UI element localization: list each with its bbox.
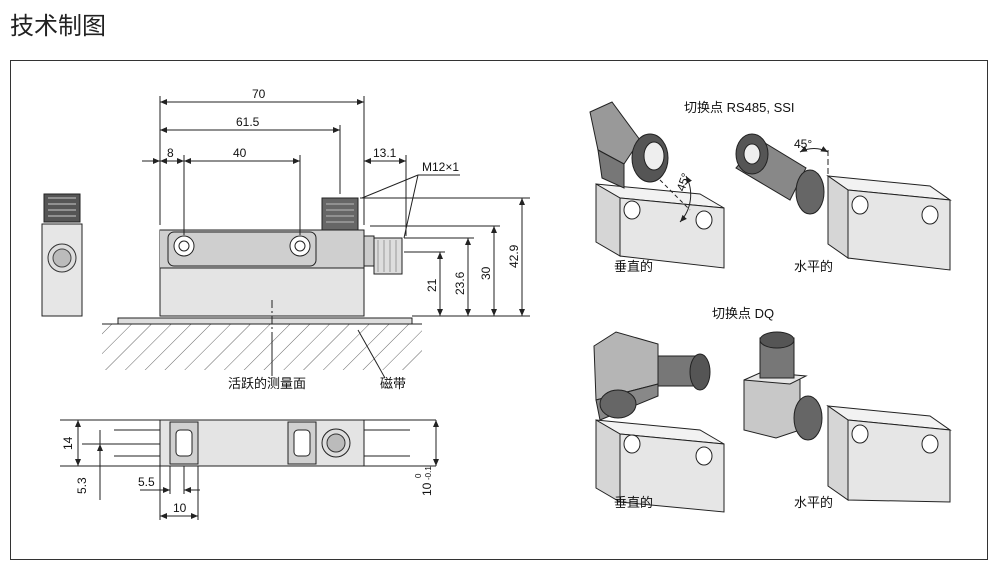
rs485-labels: 切换点 RS485, SSI 45° 45° 垂直的 水平的 (614, 100, 833, 274)
dim-30: 30 (479, 266, 493, 280)
sensor-bottom-view (60, 419, 439, 520)
tolerance-lower: -0.1 (424, 466, 433, 480)
page-title: 技术制图 (10, 13, 106, 40)
dim-61-5: 61.5 (236, 115, 260, 129)
connector-side-view (41, 193, 83, 317)
dim-23-6: 23.6 (453, 271, 467, 295)
dim-13-1: 13.1 (373, 146, 397, 160)
rs485-title: 切换点 RS485, SSI (684, 100, 795, 115)
active-surface-label: 活跃的测量面 (228, 376, 306, 391)
rs485-horizontal-view (735, 133, 952, 271)
dim-8: 8 (167, 146, 174, 160)
rs485-vertical-label: 垂直的 (614, 259, 653, 274)
sensor-front-view (102, 96, 530, 379)
dim-5-3: 5.3 (75, 477, 89, 494)
dim-40: 40 (233, 146, 247, 160)
dq-horizontal-label: 水平的 (794, 495, 833, 510)
dim-14: 14 (61, 436, 75, 450)
dim-5-5: 5.5 (138, 475, 155, 489)
tolerance-upper: 0 (414, 473, 423, 478)
rs485-horizontal-label: 水平的 (794, 259, 833, 274)
magnetic-tape-label: 磁带 (380, 376, 406, 391)
front-view-dimension-labels: 70 61.5 8 40 13.1 M12×1 42.9 30 23.6 21 … (167, 87, 521, 391)
rs485-angle-right: 45° (794, 137, 812, 151)
bottom-view-dimension-labels: 14 5.3 5.5 10 10 0 -0.1 (61, 436, 434, 515)
dim-70: 70 (252, 87, 266, 101)
dim-21: 21 (425, 278, 439, 292)
rs485-angle-left: 45° (674, 171, 693, 193)
tolerance-main: 10 (420, 482, 434, 496)
thread-label: M12×1 (422, 160, 459, 174)
dq-vertical-label: 垂直的 (614, 495, 653, 510)
drawing-frame (10, 60, 988, 560)
rs485-vertical-view (589, 101, 725, 269)
dq-labels: 切换点 DQ 垂直的 水平的 (614, 306, 833, 510)
dim-42-9: 42.9 (507, 244, 521, 268)
dq-title: 切换点 DQ (712, 306, 774, 321)
dq-horizontal-view (743, 331, 952, 503)
dq-vertical-view (593, 331, 725, 513)
dim-10: 10 (173, 501, 187, 515)
